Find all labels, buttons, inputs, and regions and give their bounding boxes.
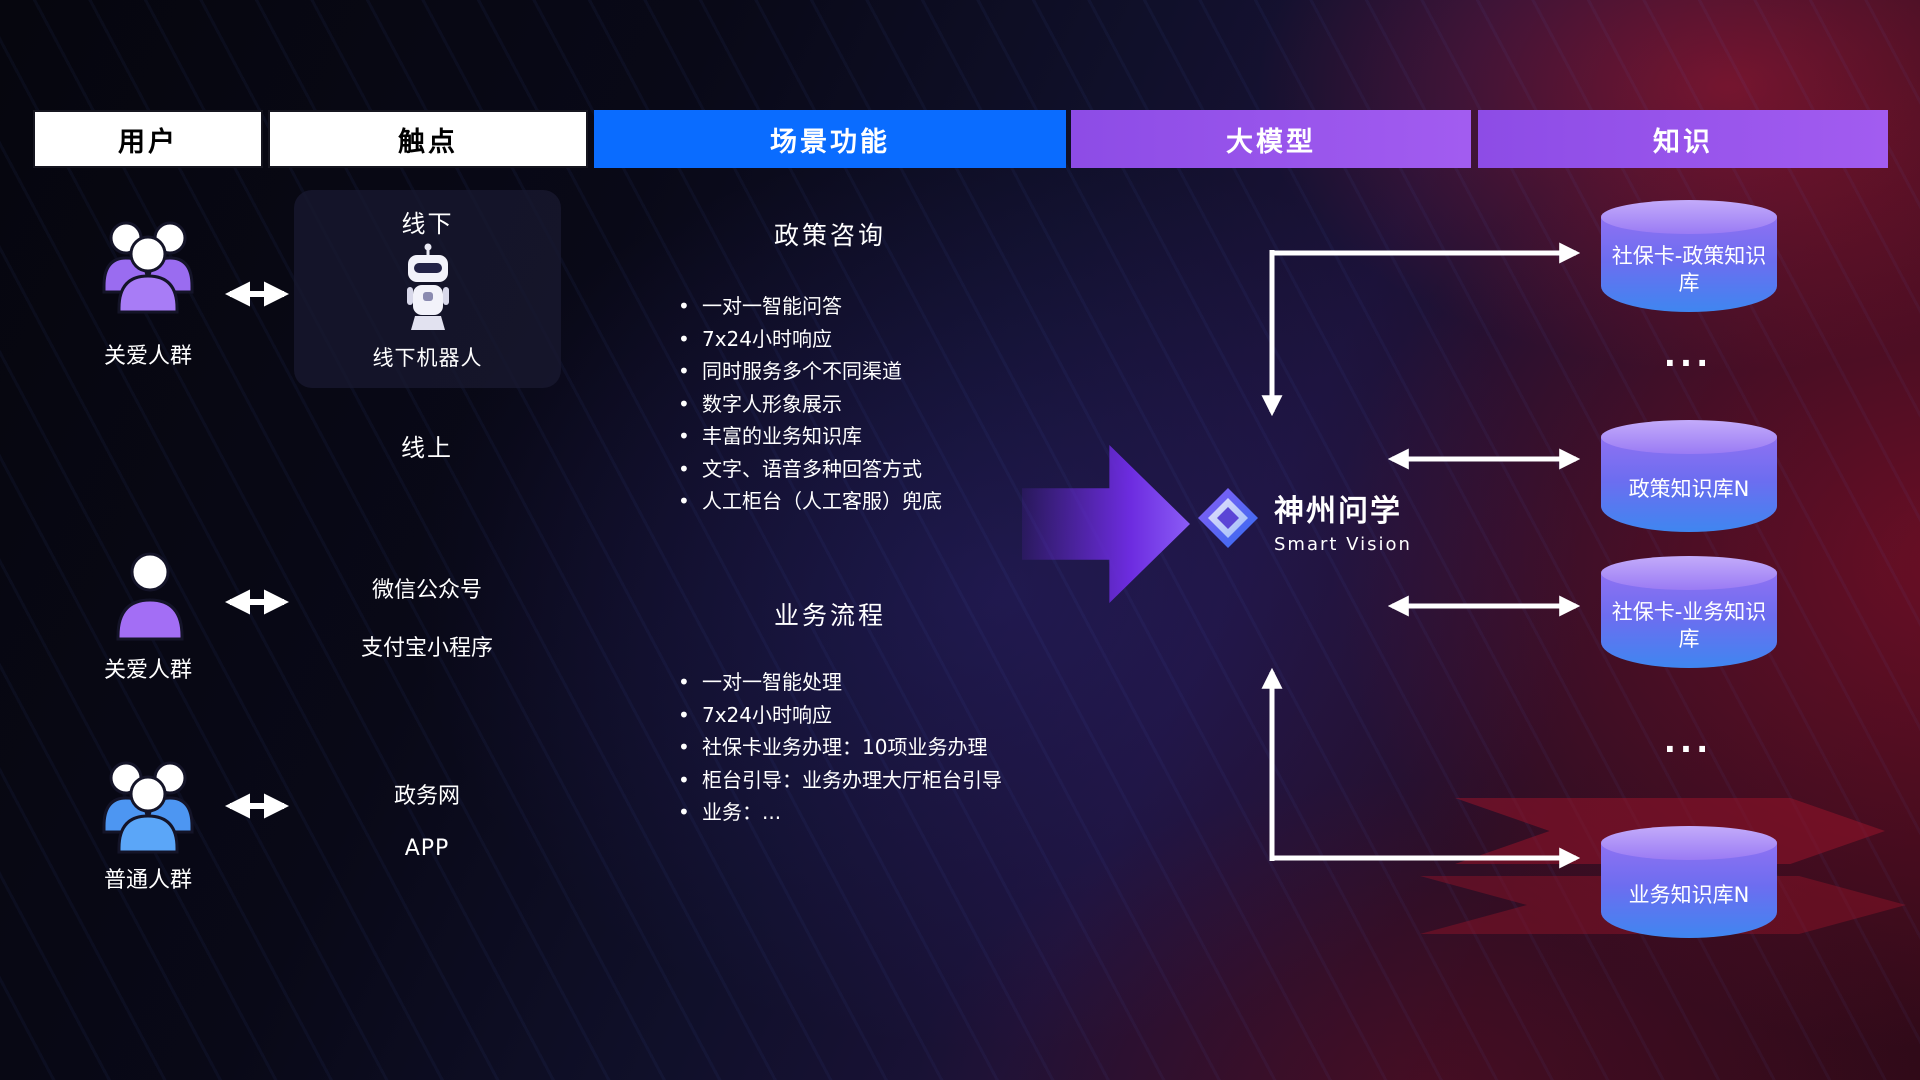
bullet-item: 一对一智能处理 <box>676 666 1002 699</box>
cylinder-top <box>1601 420 1777 454</box>
user-label-1: 关爱人群 <box>103 344 192 369</box>
knowledge-db-label: 社保卡-业务知识库 <box>1611 600 1767 651</box>
model-subtitle: Smart Vision <box>1274 534 1412 555</box>
user-label-3: 普通人群 <box>103 868 192 893</box>
touchpoint-wechat: 微信公众号 <box>371 578 482 603</box>
knowledge-db-policy-ssc: 社保卡-政策知识库 <box>1601 200 1777 312</box>
knowledge-db-business-n: 业务知识库N <box>1601 826 1777 938</box>
bullet-item: 一对一智能问答 <box>676 290 942 323</box>
business-bullet-list: 一对一智能处理 7x24小时响应 社保卡业务办理：10项业务办理 柜台引导：业务… <box>676 666 1002 829</box>
group-people-purple-icon <box>102 221 194 314</box>
bullet-item: 业务：... <box>676 796 1002 829</box>
header-touchpoints-label: 触点 <box>398 126 458 158</box>
single-person-purple-icon <box>116 552 184 641</box>
header-scenes: 场景功能 <box>594 110 1066 168</box>
diamond-logo-icon <box>1198 488 1258 548</box>
cylinder-top <box>1601 200 1777 234</box>
knowledge-db-label: 业务知识库N <box>1628 883 1750 908</box>
bullet-item: 丰富的业务知识库 <box>676 420 942 453</box>
bullet-item: 文字、语音多种回答方式 <box>676 453 942 486</box>
bullet-item: 数字人形象展示 <box>676 388 942 421</box>
bullet-item: 7x24小时响应 <box>676 323 942 356</box>
online-label: 线上 <box>401 434 453 462</box>
bullet-item: 人工柜台（人工客服）兜底 <box>676 485 942 518</box>
bullet-item: 柜台引导：业务办理大厅柜台引导 <box>676 764 1002 797</box>
robot-icon <box>406 243 449 330</box>
group-people-blue-icon <box>102 761 194 854</box>
ellipsis-dots: ... <box>1663 336 1713 374</box>
user-label-2: 关爱人群 <box>103 658 192 683</box>
header-scenes-label: 场景功能 <box>770 126 890 158</box>
model-name: 神州问学 <box>1274 494 1402 529</box>
header-users-label: 用户 <box>118 126 178 158</box>
bullet-item: 同时服务多个不同渠道 <box>676 355 942 388</box>
offline-touchpoint-card: 线下 线下机器人 <box>294 190 561 388</box>
touchpoint-alipay: 支付宝小程序 <box>360 636 493 661</box>
flow-arrow <box>1022 445 1190 603</box>
policy-bullet-list: 一对一智能问答 7x24小时响应 同时服务多个不同渠道 数字人形象展示 丰富的业… <box>676 290 942 518</box>
touchpoint-app: APP <box>404 836 450 861</box>
bullet-item: 7x24小时响应 <box>676 699 1002 732</box>
header-touchpoints: 触点 <box>268 110 588 168</box>
header-model-label: 大模型 <box>1226 126 1316 158</box>
scene-title-policy: 政策咨询 <box>773 221 886 250</box>
cylinder-top <box>1601 826 1777 860</box>
knowledge-db-policy-n: 政策知识库N <box>1601 420 1777 532</box>
ellipsis-dots: ... <box>1663 722 1713 760</box>
bullet-item: 社保卡业务办理：10项业务办理 <box>676 731 1002 764</box>
scene-title-business: 业务流程 <box>773 601 886 630</box>
knowledge-db-label: 社保卡-政策知识库 <box>1611 244 1767 295</box>
offline-card-title: 线下 <box>401 210 454 238</box>
model-logo: 神州问学 Smart Vision <box>1196 486 1412 555</box>
header-knowledge-label: 知识 <box>1653 126 1713 158</box>
knowledge-db-label: 政策知识库N <box>1628 477 1750 502</box>
touchpoint-govnet: 政务网 <box>393 784 460 809</box>
header-users: 用户 <box>33 110 263 168</box>
header-model: 大模型 <box>1071 110 1471 168</box>
knowledge-db-business-ssc: 社保卡-业务知识库 <box>1601 556 1777 668</box>
header-knowledge: 知识 <box>1478 110 1888 168</box>
offline-robot-label: 线下机器人 <box>372 346 483 370</box>
cylinder-top <box>1601 556 1777 590</box>
